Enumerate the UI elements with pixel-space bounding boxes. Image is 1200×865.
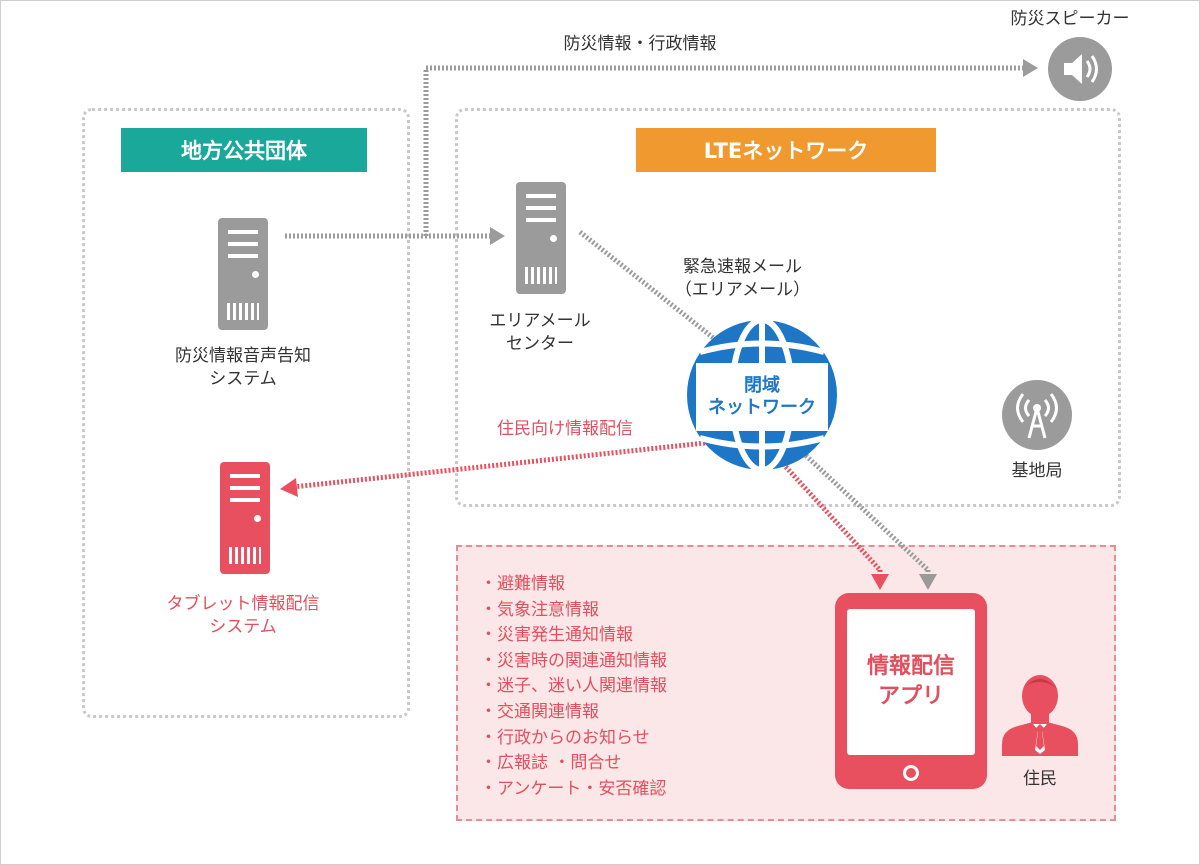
arrow-to-speaker [423,65,1023,236]
area-mail-center-line2: センター [506,334,574,354]
arrowhead-tablet-system [280,478,298,497]
list-item: ・災害発生通知情報 [480,625,633,646]
speaker-icon [1048,37,1112,101]
tablet-system-line2: システム [209,617,277,637]
list-item: ・広報誌 ・問合せ [480,753,622,774]
lte-network-header: LTEネットワーク [636,128,936,172]
tablet-home-button [903,765,919,781]
lte-network-header-text: LTEネットワーク [703,139,869,163]
speaker-label: 防災スピーカー [1010,9,1130,29]
list-item: ・交通関連情報 [480,701,599,722]
closed-network-line1: 閉域 [744,375,780,396]
bosai-system-line2: システム [209,369,277,389]
top-info-label: 防災情報・行政情報 [563,34,717,54]
tablet-screen: 情報配信 アプリ [847,609,975,755]
area-mail-server-icon [516,182,566,294]
app-label-line1: 情報配信 [866,654,955,679]
resident-icon [1002,675,1078,756]
info-list: ・避難情報 ・気象注意情報 ・災害発生通知情報 ・災害時の関連通知情報 ・迷子、… [480,572,667,802]
emergency-mail-line2: （エリアメール） [674,280,811,300]
line-center-to-globe [578,230,718,342]
arrowhead-tablet-red [871,574,889,590]
app-label-line2: アプリ [877,684,944,709]
bosai-system-line1: 防災情報音声告知 [175,346,311,366]
local-government-group [82,108,410,718]
list-item: ・避難情報 [480,574,565,594]
area-mail-center-line1: エリアメール [489,311,591,331]
closed-network-label: 閉域 ネットワーク [696,363,828,431]
list-item: ・迷子、迷い人関連情報 [480,676,667,697]
bosai-system-label: 防災情報音声告知 システム [128,345,358,391]
lte-network-group [455,108,1121,507]
list-item: ・行政からのお知らせ [480,727,650,748]
line-globe-to-tablet-gray [798,448,930,572]
resident-info-label: 住民向け情報配信 [497,419,633,439]
arrowhead-speaker [1023,59,1038,77]
resident-info-zone [456,545,1116,821]
base-station-label: 基地局 [1011,461,1063,481]
tablet-system-label: タブレット情報配信 システム [128,593,358,639]
tablet-system-line1: タブレット情報配信 [166,594,320,614]
resident-label: 住民 [1023,769,1057,789]
local-government-header: 地方公共団体 [121,128,367,172]
tablet-server-icon [220,462,270,574]
list-item: ・気象注意情報 [480,599,599,620]
line-globe-to-tablet-red [773,453,882,572]
list-item: ・アンケート・安否確認 [480,778,667,799]
local-government-header-text: 地方公共団体 [181,139,307,163]
bosai-server-icon [218,218,268,330]
emergency-mail-label: 緊急速報メール （エリアメール） [655,256,830,302]
arrowhead-tablet-gray [919,574,937,590]
tablet-icon: 情報配信 アプリ [835,593,987,789]
emergency-mail-line1: 緊急速報メール [683,257,802,277]
antenna-icon [1002,380,1072,450]
area-mail-center-label: エリアメール センター [460,310,620,356]
closed-network-line2: ネットワーク [708,397,816,418]
list-item: ・災害時の関連通知情報 [480,650,667,671]
arrow-globe-to-tablet-system [292,440,706,490]
arrowhead-center [490,227,505,245]
